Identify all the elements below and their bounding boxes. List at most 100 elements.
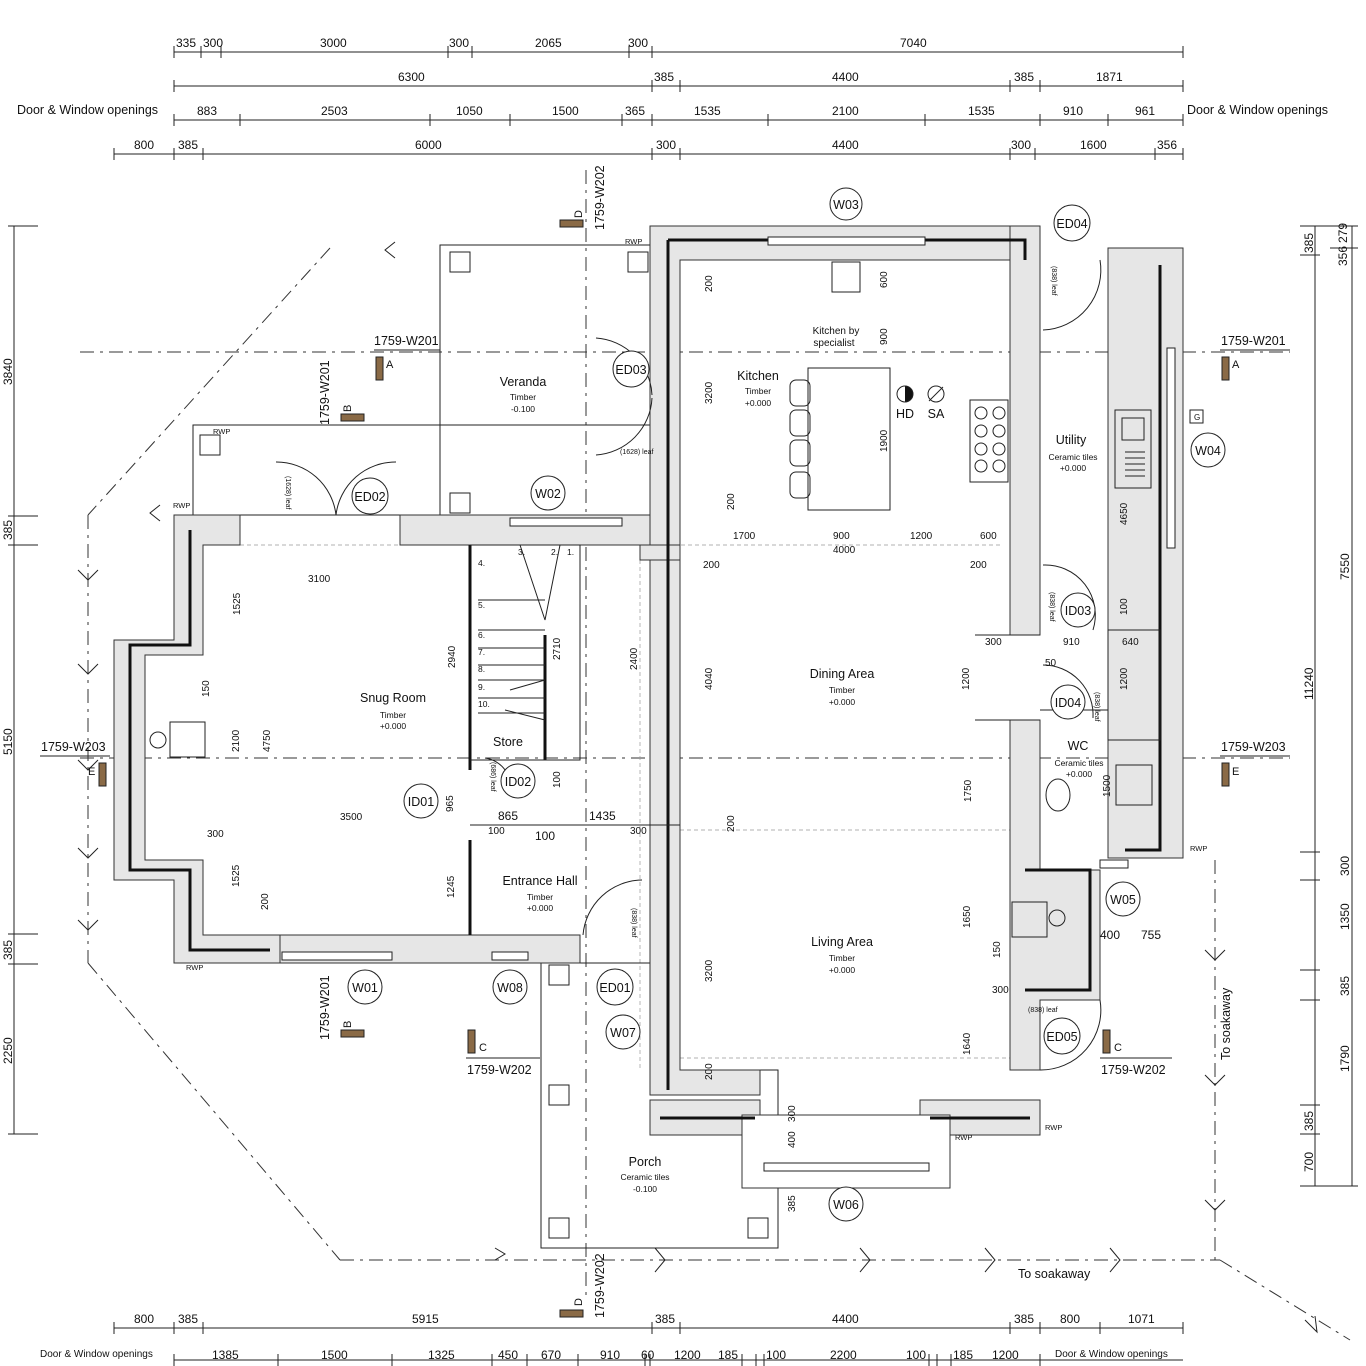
dining-name: Dining Area — [810, 667, 875, 681]
dim-top4-0: 800 — [134, 138, 154, 152]
section-w202-d-bottom: 1759-W202 — [593, 1253, 607, 1318]
soakaway-bottom: To soakaway — [1018, 1267, 1091, 1281]
tag-ed03: ED03 — [615, 363, 646, 377]
wc-basin-icon — [1115, 764, 1153, 806]
dim-int-34: 865 — [498, 809, 518, 823]
tag-id02: ID02 — [505, 775, 531, 789]
interior-dimensions: 600 900 1900 200 3200 1700 900 1200 600 … — [201, 271, 1161, 1212]
section-w202-left: 1759-W202 — [467, 1063, 532, 1077]
dim-int-43: 200 — [260, 893, 271, 910]
kitchen-island-icon — [807, 367, 891, 511]
dim-int-48: 150 — [992, 941, 1003, 958]
store-name: Store — [493, 735, 523, 749]
section-letter-c-left: C — [479, 1042, 487, 1054]
rwp-6: RWP — [1045, 1123, 1062, 1132]
dim-int-33: 3500 — [340, 812, 363, 823]
dim-top4-1: 385 — [178, 138, 198, 152]
tag-w01: W01 — [352, 981, 378, 995]
door-window-label-top-left: Door & Window openings — [17, 103, 158, 117]
dim-int-37: 100 — [488, 826, 505, 837]
step-2: 2. — [551, 547, 558, 557]
section-letter-e-left: E — [88, 766, 95, 778]
tag-id01: ID01 — [408, 795, 434, 809]
dim-top1-1: 300 — [203, 36, 223, 50]
step-6: 6. — [478, 630, 485, 640]
wc-finish: Ceramic tiles — [1054, 758, 1103, 768]
hd-label: HD — [896, 407, 914, 421]
leaf-note-0: (838) leaf — [1050, 266, 1057, 296]
dim-bot2-0: 1385 — [212, 1348, 239, 1362]
dim-right-total: 11240 — [1302, 667, 1316, 700]
rwp-2: RWP — [213, 427, 230, 436]
dim-top2-2: 4400 — [832, 70, 859, 84]
dim-int-15: 2940 — [447, 645, 458, 668]
dim-left-4: 2250 — [1, 1037, 15, 1064]
dim-top3-2: 1050 — [456, 104, 483, 118]
dim-top3-1: 2503 — [321, 104, 348, 118]
dim-left-3: 385 — [1, 940, 15, 960]
leaf-note-1: (1628) leaf — [620, 449, 654, 456]
heat-detector-icon — [905, 386, 913, 402]
dim-right-9: 279 — [1336, 223, 1350, 243]
dim-top1-6: 7040 — [900, 36, 927, 50]
dim-int-1: 900 — [879, 328, 890, 345]
tag-w02: W02 — [535, 487, 561, 501]
tag-w05: W05 — [1110, 893, 1136, 907]
dim-bot2-3: 450 — [498, 1348, 518, 1362]
dim-top1-5: 300 — [628, 36, 648, 50]
section-letter-c-right: C — [1114, 1042, 1122, 1054]
rwp-7: RWP — [955, 1133, 972, 1142]
leaf-note-6: (838) leaf — [630, 908, 637, 938]
fixtures — [149, 261, 1204, 938]
dim-int-47: 755 — [1141, 928, 1161, 942]
kitchen-note-2: specialist — [813, 338, 854, 349]
dim-bot2-10: 2200 — [830, 1348, 857, 1362]
dim-bot2-12: 185 — [953, 1348, 973, 1362]
dim-right-7: 700 — [1302, 1152, 1316, 1172]
dim-top3-7: 1535 — [968, 104, 995, 118]
internal-walls — [468, 544, 1161, 935]
bottom-dimension-chains: 800 385 5915 385 4400 385 800 1071 Door … — [40, 1312, 1184, 1366]
section-letter-d-top: D — [573, 210, 585, 218]
entrance-level: +0.000 — [527, 903, 554, 913]
dim-right-6: 385 — [1302, 1111, 1316, 1131]
kitchen-note-1: Kitchen by — [813, 326, 860, 337]
dim-top2-0: 6300 — [398, 70, 425, 84]
dim-int-53: 300 — [787, 1105, 798, 1122]
stair-numbers: 1. 2. 3. 4. 5. 6. 7. 8. 9. 10. — [478, 547, 574, 709]
wc-name: WC — [1068, 739, 1089, 753]
kitchen-name: Kitchen — [737, 369, 779, 383]
section-w201-right: 1759-W201 — [1221, 334, 1286, 348]
dim-bot2-2: 1325 — [428, 1348, 455, 1362]
dim-int-50: 3200 — [704, 959, 715, 982]
dim-left-2: 5150 — [1, 728, 15, 755]
dim-int-38: 100 — [535, 829, 555, 843]
step-10: 10. — [478, 699, 490, 709]
soakaway-right: To soakaway — [1219, 987, 1233, 1060]
leaf-note-2: (1628) leaf — [284, 476, 291, 510]
setting-out-lines — [80, 170, 1290, 1300]
dim-int-35: 1435 — [589, 809, 616, 823]
room-labels: Veranda Timber -0.100 Kitchen by special… — [360, 326, 1104, 1194]
utility-finish: Ceramic tiles — [1048, 452, 1097, 462]
dim-int-0: 600 — [879, 271, 890, 288]
dim-top3-8: 910 — [1063, 104, 1083, 118]
step-9: 9. — [478, 682, 485, 692]
dim-right-0: 385 — [1302, 233, 1316, 253]
rwp-1: RWP — [625, 237, 642, 246]
dim-int-52: 200 — [704, 1063, 715, 1080]
tag-ed02: ED02 — [354, 490, 385, 504]
tag-w07: W07 — [610, 1026, 636, 1040]
dim-int-32: 965 — [445, 795, 456, 812]
dim-int-18: 4040 — [704, 667, 715, 690]
dim-int-19: 4650 — [1119, 502, 1130, 525]
living-stove-icon — [1011, 901, 1048, 938]
dim-top4-4: 4400 — [832, 138, 859, 152]
sa-label: SA — [928, 407, 945, 421]
door-window-label-bottom-left: Door & Window openings — [40, 1349, 153, 1360]
veranda-outline — [192, 244, 651, 516]
veranda-name: Veranda — [500, 375, 547, 389]
tag-w03: W03 — [833, 198, 859, 212]
entrance-name: Entrance Hall — [502, 874, 577, 888]
